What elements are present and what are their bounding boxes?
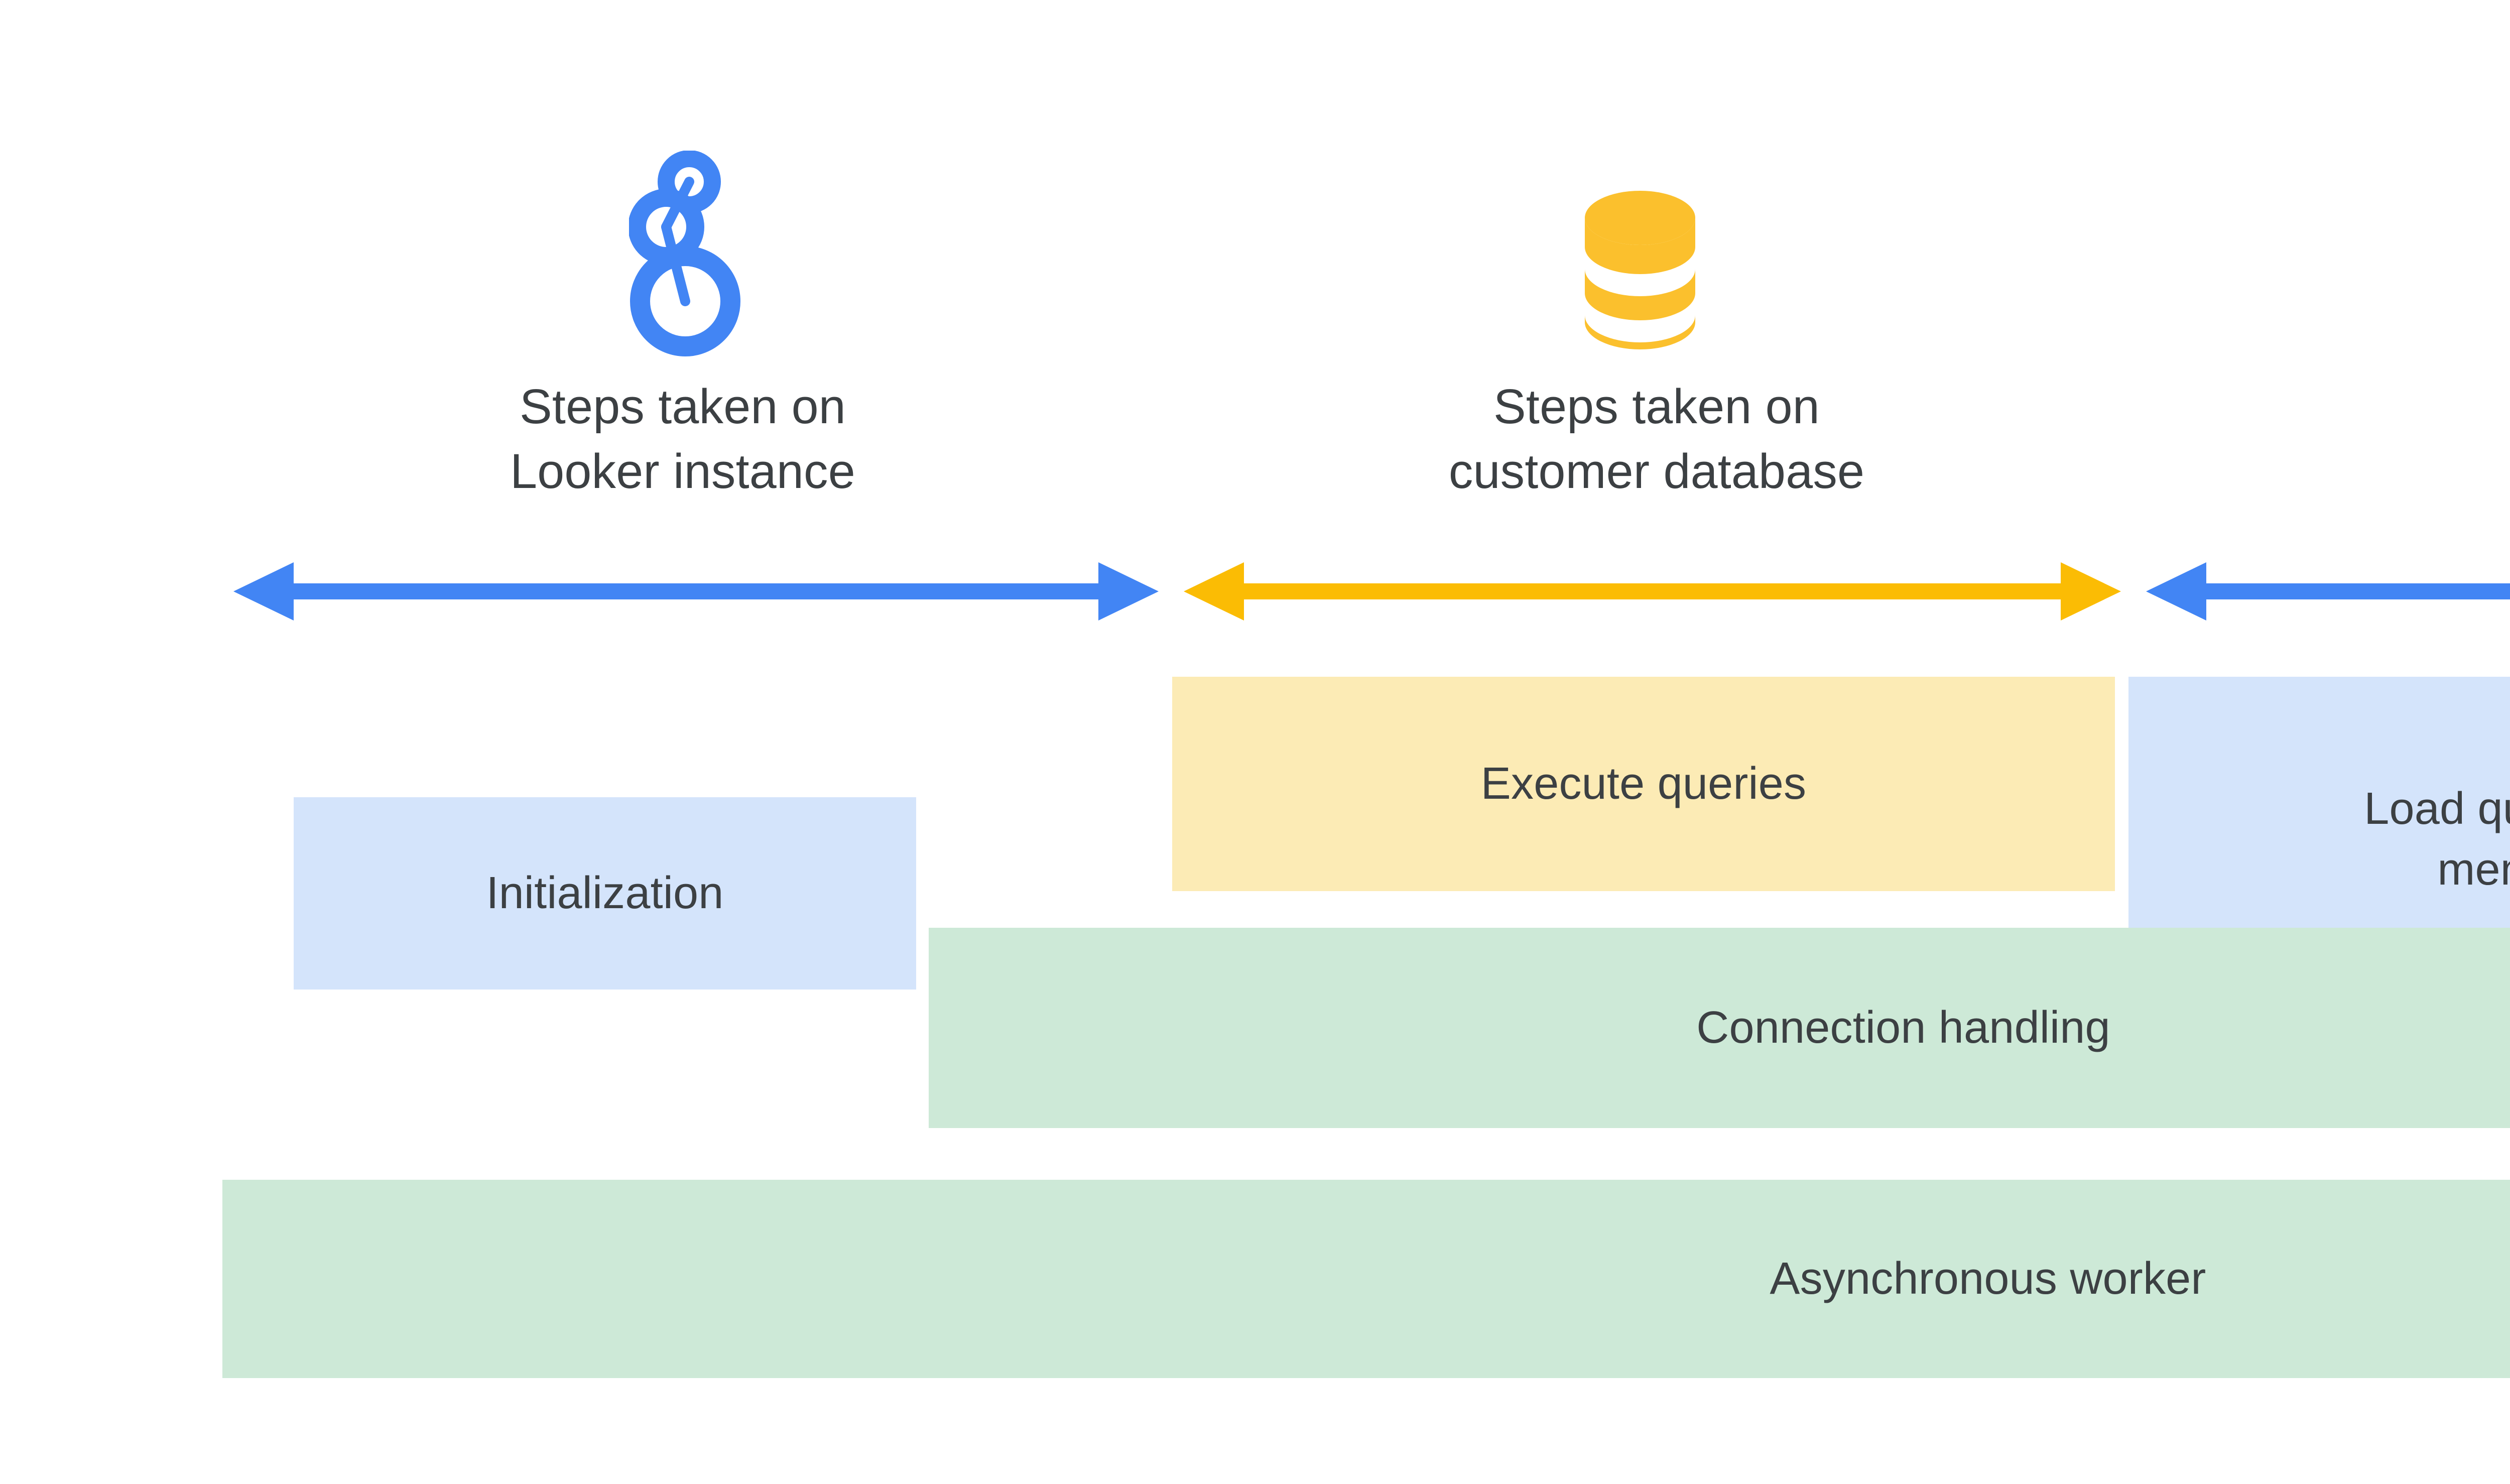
span-arrow-looker-left xyxy=(233,561,1159,622)
section-caption-customer-database: Steps taken on customer database xyxy=(1448,379,1865,499)
phase-box-execute-queries[interactable]: Execute queries xyxy=(1172,677,2115,891)
section-caption-looker-left: Steps taken on Looker instance xyxy=(510,379,855,499)
phase-box-asynchronous-worker[interactable]: Asynchronous worker xyxy=(222,1180,2510,1378)
database-cylinder-icon xyxy=(1582,190,1698,349)
phase-box-initialization[interactable]: Initialization xyxy=(294,797,916,990)
looker-logo-icon xyxy=(629,151,744,356)
span-arrow-looker-right xyxy=(2146,561,2510,622)
span-arrow-customer-database xyxy=(1184,561,2121,622)
phase-box-connection-handling[interactable]: Connection handling xyxy=(929,928,2510,1128)
